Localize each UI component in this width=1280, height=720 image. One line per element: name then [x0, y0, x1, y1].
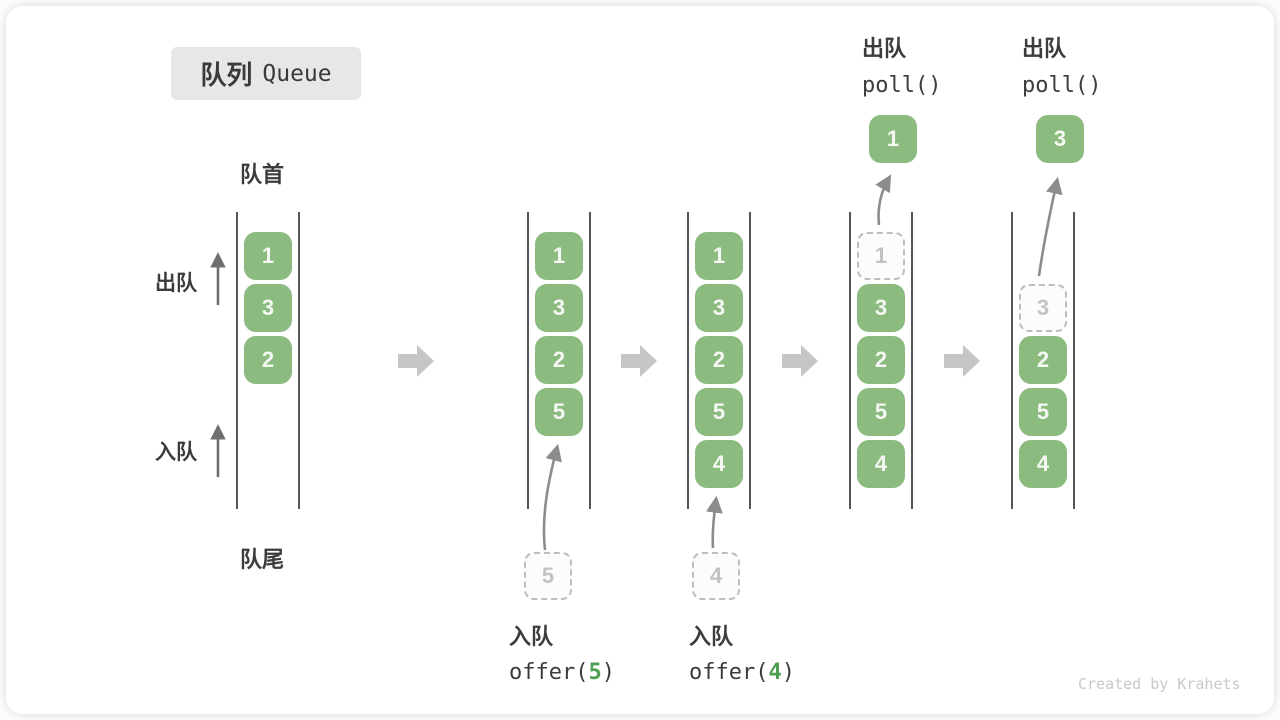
queue-element-box: 5	[857, 388, 905, 436]
queue-element-box: 5	[695, 388, 743, 436]
queue-wall-line	[849, 212, 851, 509]
queue-element-box: 3	[535, 284, 583, 332]
queue-element-box: 3	[695, 284, 743, 332]
queue-element-box: 4	[695, 440, 743, 488]
queue-element-box: 2	[857, 336, 905, 384]
enqueue-op-2: 入队 offer(4)	[689, 619, 795, 685]
queue-wall-line	[749, 212, 751, 509]
queue-front-label: 队首	[240, 162, 285, 187]
queue-element-box: 2	[1019, 336, 1067, 384]
enqueue-arg: 5	[588, 660, 602, 685]
watermark: Created by Krahets	[1078, 675, 1241, 693]
dequeue-op-2: 出队 poll()	[1022, 31, 1101, 98]
title-en: Queue	[262, 60, 332, 87]
incoming-value-ghost-box: 4	[692, 552, 740, 600]
enqueue-op-1: 入队 offer(5)	[509, 619, 615, 685]
queue-wall-line	[687, 212, 689, 509]
queue-element-box: 2	[695, 336, 743, 384]
queue-element-box: 1	[695, 232, 743, 280]
queue-wall-line	[527, 212, 529, 509]
dequeue-op-1-code: poll()	[862, 73, 942, 98]
enqueue-side-label: 入队	[155, 441, 197, 464]
queue-wall-line	[1073, 212, 1075, 509]
enqueue-op-2-code: offer(4)	[689, 660, 795, 685]
queue-wall-line	[911, 212, 913, 509]
queue-wall-line	[236, 212, 238, 509]
dequeue-op-2-label: 出队	[1022, 36, 1067, 61]
queue-element-box: 3	[857, 284, 905, 332]
queue-element-box: 3	[244, 284, 292, 332]
title-zh: 队列	[200, 60, 253, 90]
queue-element-box: 2	[244, 336, 292, 384]
enqueue-op-2-label: 入队	[689, 624, 734, 649]
queue-element-box: 4	[1019, 440, 1067, 488]
queue-element-box: 5	[1019, 388, 1067, 436]
queue-wall-line	[1011, 212, 1013, 509]
queue-rear-label: 队尾	[240, 547, 285, 572]
enqueue-op-1-code: offer(5)	[509, 660, 615, 685]
dequeue-op-1-label: 出队	[862, 36, 907, 61]
enqueue-arg: 4	[768, 660, 782, 685]
queue-element-box: 1	[535, 232, 583, 280]
queue-wall-line	[589, 212, 591, 509]
queue-element-ghost-box: 3	[1019, 284, 1067, 332]
polled-value-box: 1	[869, 115, 917, 163]
title-box: 队列 Queue	[171, 47, 361, 100]
dequeue-op-2-code: poll()	[1022, 73, 1102, 98]
dequeue-side-label: 出队	[155, 272, 197, 295]
queue-element-box: 1	[244, 232, 292, 280]
polled-value-box: 3	[1036, 115, 1084, 163]
background-card	[6, 6, 1274, 714]
dequeue-op-1: 出队 poll()	[862, 31, 941, 98]
queue-element-box: 5	[535, 388, 583, 436]
queue-element-ghost-box: 1	[857, 232, 905, 280]
enqueue-op-1-label: 入队	[509, 624, 554, 649]
queue-element-box: 2	[535, 336, 583, 384]
queue-wall-line	[298, 212, 300, 509]
incoming-value-ghost-box: 5	[524, 552, 572, 600]
queue-element-box: 4	[857, 440, 905, 488]
